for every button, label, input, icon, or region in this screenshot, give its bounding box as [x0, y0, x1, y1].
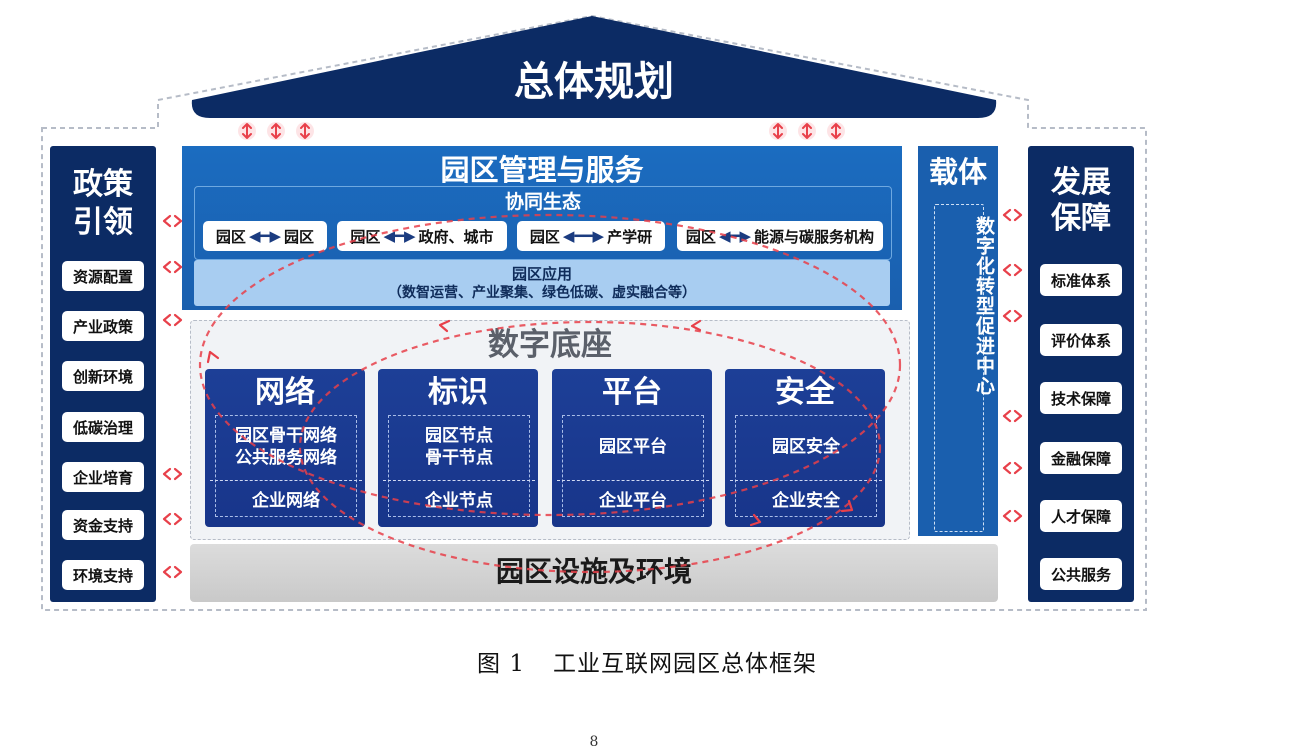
pillar-network[interactable]: 网络 园区骨干网络 公共服务网络 企业网络 — [205, 369, 365, 527]
pillar-content-box: 园区平台 企业平台 — [557, 415, 709, 517]
double-headed-arrow-icon: ◀━▶ — [383, 227, 416, 245]
ecosystem-pair-2[interactable]: 园区 ◀━━▶ 产学研 — [517, 221, 665, 251]
left-item-2[interactable]: 创新环境 — [62, 361, 144, 391]
pair-left: 园区 — [529, 227, 560, 246]
pillar-top: 园区安全 — [736, 416, 876, 478]
pair-left: 园区 — [685, 227, 716, 246]
ecosystem-box: 协同生态 园区 ◀━▶ 园区 园区 ◀━▶ 政府、城市 园区 ◀━━▶ 产学研 … — [194, 186, 892, 260]
pillar-top-line: 骨干节点 — [425, 448, 493, 468]
pillar-divider — [383, 480, 535, 481]
pillar-top-line: 园区平台 — [599, 437, 667, 457]
right-item-1[interactable]: 评价体系 — [1040, 324, 1122, 356]
right-column-title-line2: 保障 — [1051, 201, 1111, 236]
right-item-2[interactable]: 技术保障 — [1040, 382, 1122, 414]
left-item-3[interactable]: 低碳治理 — [62, 412, 144, 442]
pillar-content-box: 园区节点 骨干节点 企业节点 — [383, 415, 535, 517]
pillar-divider — [557, 480, 709, 481]
double-headed-arrow-icon — [162, 208, 1023, 579]
roof-shape — [191, 16, 997, 118]
right-column: 发展 保障 标准体系 评价体系 技术保障 金融保障 人才保障 公共服务 — [1028, 146, 1134, 602]
left-item-0[interactable]: 资源配置 — [62, 261, 144, 291]
applications-subtitle: （数智运营、产业聚集、绿色低碳、虚实融合等） — [388, 285, 696, 301]
pair-right: 政府、城市 — [418, 227, 494, 246]
pair-right: 园区 — [284, 227, 315, 246]
applications-title: 园区应用 — [511, 265, 572, 283]
carrier-title: 载体 — [928, 155, 987, 189]
figure-caption-text: 工业互联网园区总体框架 — [552, 651, 817, 677]
left-column: 政策 引领 资源配置 产业政策 创新环境 低碳治理 企业培育 资金支持 环境支持 — [50, 146, 156, 602]
pillar-security[interactable]: 安全 园区安全 企业安全 — [725, 369, 885, 527]
pair-left: 园区 — [215, 227, 246, 246]
ecosystem-title: 协同生态 — [504, 191, 581, 213]
double-headed-arrow-icon: ◀━▶ — [248, 227, 282, 245]
management-panel: 园区管理与服务 协同生态 园区 ◀━▶ 园区 园区 ◀━▶ 政府、城市 园区 ◀… — [182, 146, 902, 310]
pair-right: 能源与碳服务机构 — [754, 227, 875, 246]
pillar-bottom: 企业平台 — [599, 490, 667, 511]
pillar-title: 网络 — [255, 375, 315, 410]
ecosystem-pair-1[interactable]: 园区 ◀━▶ 政府、城市 — [337, 221, 507, 251]
management-title: 园区管理与服务 — [440, 153, 644, 187]
pillar-top: 园区平台 — [563, 416, 703, 478]
pillar-top-line: 园区安全 — [772, 437, 840, 457]
pillar-divider — [730, 480, 882, 481]
right-item-5[interactable]: 公共服务 — [1040, 558, 1122, 590]
left-item-1[interactable]: 产业政策 — [62, 311, 144, 341]
figure-caption: 图 1 工业互联网园区总体框架 — [0, 644, 1294, 678]
right-item-4[interactable]: 人才保障 — [1040, 500, 1122, 532]
right-item-3[interactable]: 金融保障 — [1040, 442, 1122, 474]
pillar-content-box: 园区安全 企业安全 — [730, 415, 882, 517]
pillar-top-line: 公共服务网络 — [235, 448, 337, 468]
pillar-bottom: 企业节点 — [425, 490, 493, 511]
pillar-title: 标识 — [428, 375, 488, 410]
pillar-title: 安全 — [775, 375, 835, 410]
left-column-title-line1: 政策 — [73, 167, 133, 202]
cycle-arrow-icon — [198, 213, 902, 574]
roof-title: 总体规划 — [514, 59, 674, 105]
pillar-bottom: 企业安全 — [772, 490, 840, 511]
carrier-inner-box — [934, 204, 984, 532]
pillar-divider — [210, 480, 362, 481]
applications-box: 园区应用 （数智运营、产业聚集、绿色低碳、虚实融合等） — [194, 260, 890, 306]
double-headed-arrow-icon: ◀━━▶ — [562, 227, 605, 245]
vertical-double-arrow-icon — [237, 121, 846, 141]
pillar-content-box: 园区骨干网络 公共服务网络 企业网络 — [210, 415, 362, 517]
right-item-0[interactable]: 标准体系 — [1040, 264, 1122, 296]
pillar-identifier[interactable]: 标识 园区节点 骨干节点 企业节点 — [378, 369, 538, 527]
page-number: 8 — [589, 734, 599, 750]
left-item-4[interactable]: 企业培育 — [62, 462, 144, 492]
cycle-arrow-head — [206, 319, 854, 527]
pillar-top-line: 园区骨干网络 — [235, 426, 337, 446]
digital-base-title: 数字底座 — [488, 327, 612, 363]
carrier-inner-text: 数字化转型促进中心 — [973, 216, 995, 396]
pillar-platform[interactable]: 平台 园区平台 企业平台 — [552, 369, 712, 527]
carrier-panel: 载体 数字化转型促进中心 — [918, 146, 998, 536]
digital-base-panel: 数字底座 网络 园区骨干网络 公共服务网络 企业网络 标识 园区节点 骨干节点 … — [190, 320, 910, 540]
pair-right: 产学研 — [607, 227, 653, 246]
pillar-bottom: 企业网络 — [252, 490, 320, 511]
left-item-6[interactable]: 环境支持 — [62, 560, 144, 590]
pillar-top-line: 园区节点 — [425, 426, 493, 446]
left-item-5[interactable]: 资金支持 — [62, 510, 144, 540]
ecosystem-pair-0[interactable]: 园区 ◀━▶ 园区 — [203, 221, 327, 251]
figure-label: 图 1 — [477, 651, 525, 677]
pillar-top: 园区骨干网络 公共服务网络 — [216, 416, 356, 478]
left-column-title-line2: 引领 — [73, 205, 133, 240]
right-column-title-line1: 发展 — [1051, 165, 1111, 200]
pillar-top: 园区节点 骨干节点 — [389, 416, 529, 478]
pillar-title: 平台 — [602, 375, 662, 410]
